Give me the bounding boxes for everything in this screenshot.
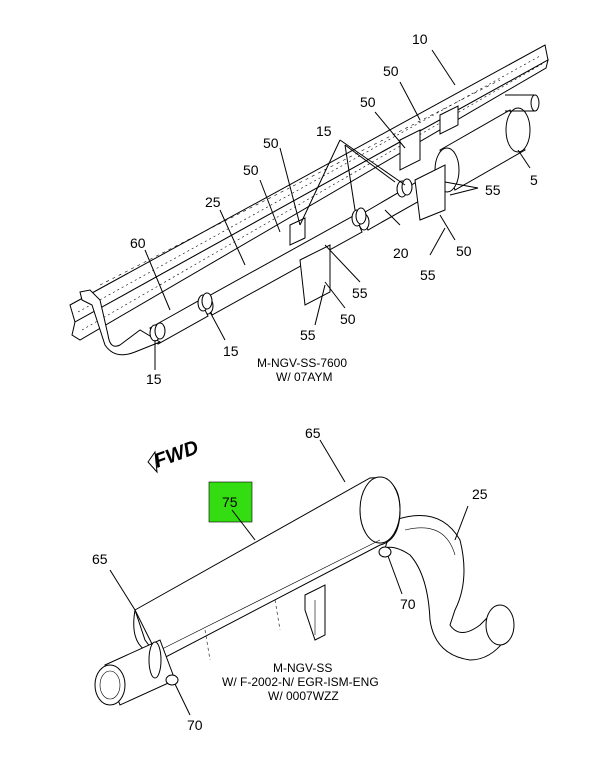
- highlight-box: [208, 481, 253, 523]
- callout-50: 50: [383, 63, 399, 79]
- callout-60: 60: [130, 235, 146, 251]
- inlet-pipe: [94, 639, 176, 706]
- callout-70: 70: [400, 596, 416, 612]
- callout-50: 50: [243, 162, 259, 178]
- brackets-50: [289, 105, 459, 246]
- forward-arrow-icon: [147, 450, 158, 474]
- callout-65: 65: [305, 425, 321, 441]
- callout-15: 15: [316, 123, 332, 139]
- callout-50: 50: [360, 94, 376, 110]
- caption-top-line2: W/ 07AYM: [276, 370, 332, 384]
- callout-75-highlight[interactable]: 75: [208, 481, 253, 523]
- clamps-70: [165, 546, 392, 686]
- callout-20: 20: [393, 245, 409, 261]
- callout-70: 70: [187, 717, 203, 733]
- heat-shield-65: [133, 476, 401, 661]
- callout-65: 65: [92, 551, 108, 567]
- exhaust-pipe-25: [202, 214, 363, 316]
- mounting-bracket: [304, 584, 326, 641]
- caption-bottom-line1: M-NGV-SS: [273, 661, 332, 675]
- callout-55: 55: [485, 182, 501, 198]
- callout-15: 15: [223, 343, 239, 359]
- callout-25: 25: [205, 194, 221, 210]
- callout-55: 55: [420, 267, 436, 283]
- callout-50: 50: [456, 243, 472, 259]
- bottom-assembly: 75 65 25 65 70 70 M-NGV-SS W/ F-2002-N/ …: [92, 425, 515, 733]
- fwd-label: FWD: [151, 436, 201, 472]
- callout-75: 75: [222, 494, 238, 510]
- top-assembly: 10 50 50 15 50 50 55 5 25 60 20 50 55 55…: [69, 31, 549, 387]
- leader-lines-bottom: [109, 439, 469, 716]
- forward-direction-indicator: FWD: [147, 436, 202, 474]
- callout-5: 5: [530, 172, 538, 188]
- caption-bottom-line3: W/ 0007WZZ: [268, 689, 339, 703]
- leader-lines-top: [144, 49, 531, 370]
- muffler-5: [434, 94, 540, 193]
- callout-25: 25: [472, 486, 488, 502]
- callout-15: 15: [146, 371, 162, 387]
- caption-top-line1: M-NGV-SS-7600: [257, 356, 347, 370]
- callout-10: 10: [412, 31, 428, 47]
- caption-bottom-line2: W/ F-2002-N/ EGR-ISM-ENG: [222, 675, 379, 689]
- exhaust-elbow-25: [384, 515, 515, 661]
- callout-55: 55: [352, 285, 368, 301]
- clamps-15: [149, 178, 413, 342]
- frame-rail: [69, 44, 549, 341]
- callout-55: 55: [300, 327, 316, 343]
- callout-50: 50: [340, 311, 356, 327]
- callout-50: 50: [263, 135, 279, 151]
